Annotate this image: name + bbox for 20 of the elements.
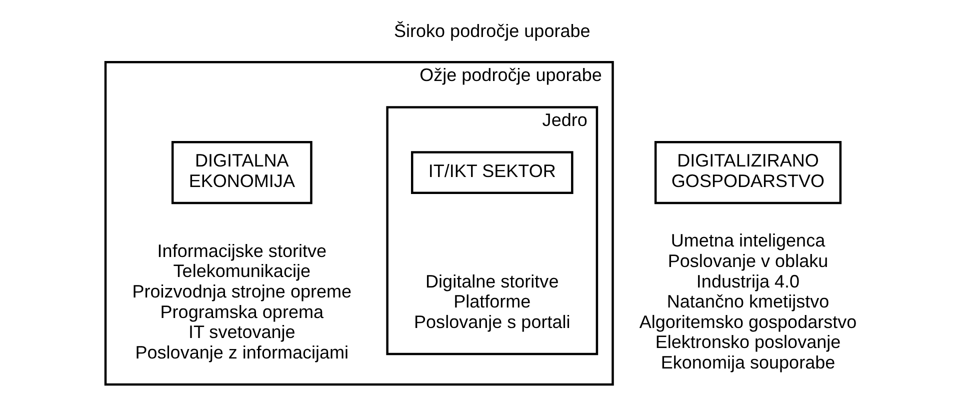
node-box: IT/IKT SEKTOR	[410, 151, 573, 194]
node-label: Telekomunikacije	[172, 261, 310, 282]
label: Široko področje uporabe	[393, 21, 590, 42]
node-label: Programska oprema	[160, 302, 324, 322]
node-label: Algoritemsko gospodarstvo	[638, 312, 856, 332]
node-label: Elektronsko poslovanje	[654, 332, 840, 352]
node-box: DIGITALIZIRANO GOSPODARSTVO	[654, 141, 842, 204]
node-label: Platforme	[453, 292, 530, 312]
node-label: Proizvodnja strojne opreme	[132, 281, 352, 302]
node-label: Natančno kmetijstvo	[666, 292, 829, 312]
node-label: Digitalne storitve	[425, 271, 558, 292]
node-label: Ekonomija souporabe	[660, 352, 835, 372]
node-label: Industrija 4.0	[696, 271, 800, 292]
node-label: Umetna inteligenca	[670, 230, 825, 251]
node-label: Poslovanje s portali	[414, 312, 570, 332]
node-label: Poslovanje z informacijami	[134, 342, 348, 362]
node-label: IT svetovanje	[188, 322, 295, 342]
node-label: Poslovanje v oblaku	[667, 251, 828, 272]
node-box: DIGITALNA EKONOMIJA	[170, 141, 312, 204]
node-label: Informacijske storitve	[156, 240, 326, 261]
